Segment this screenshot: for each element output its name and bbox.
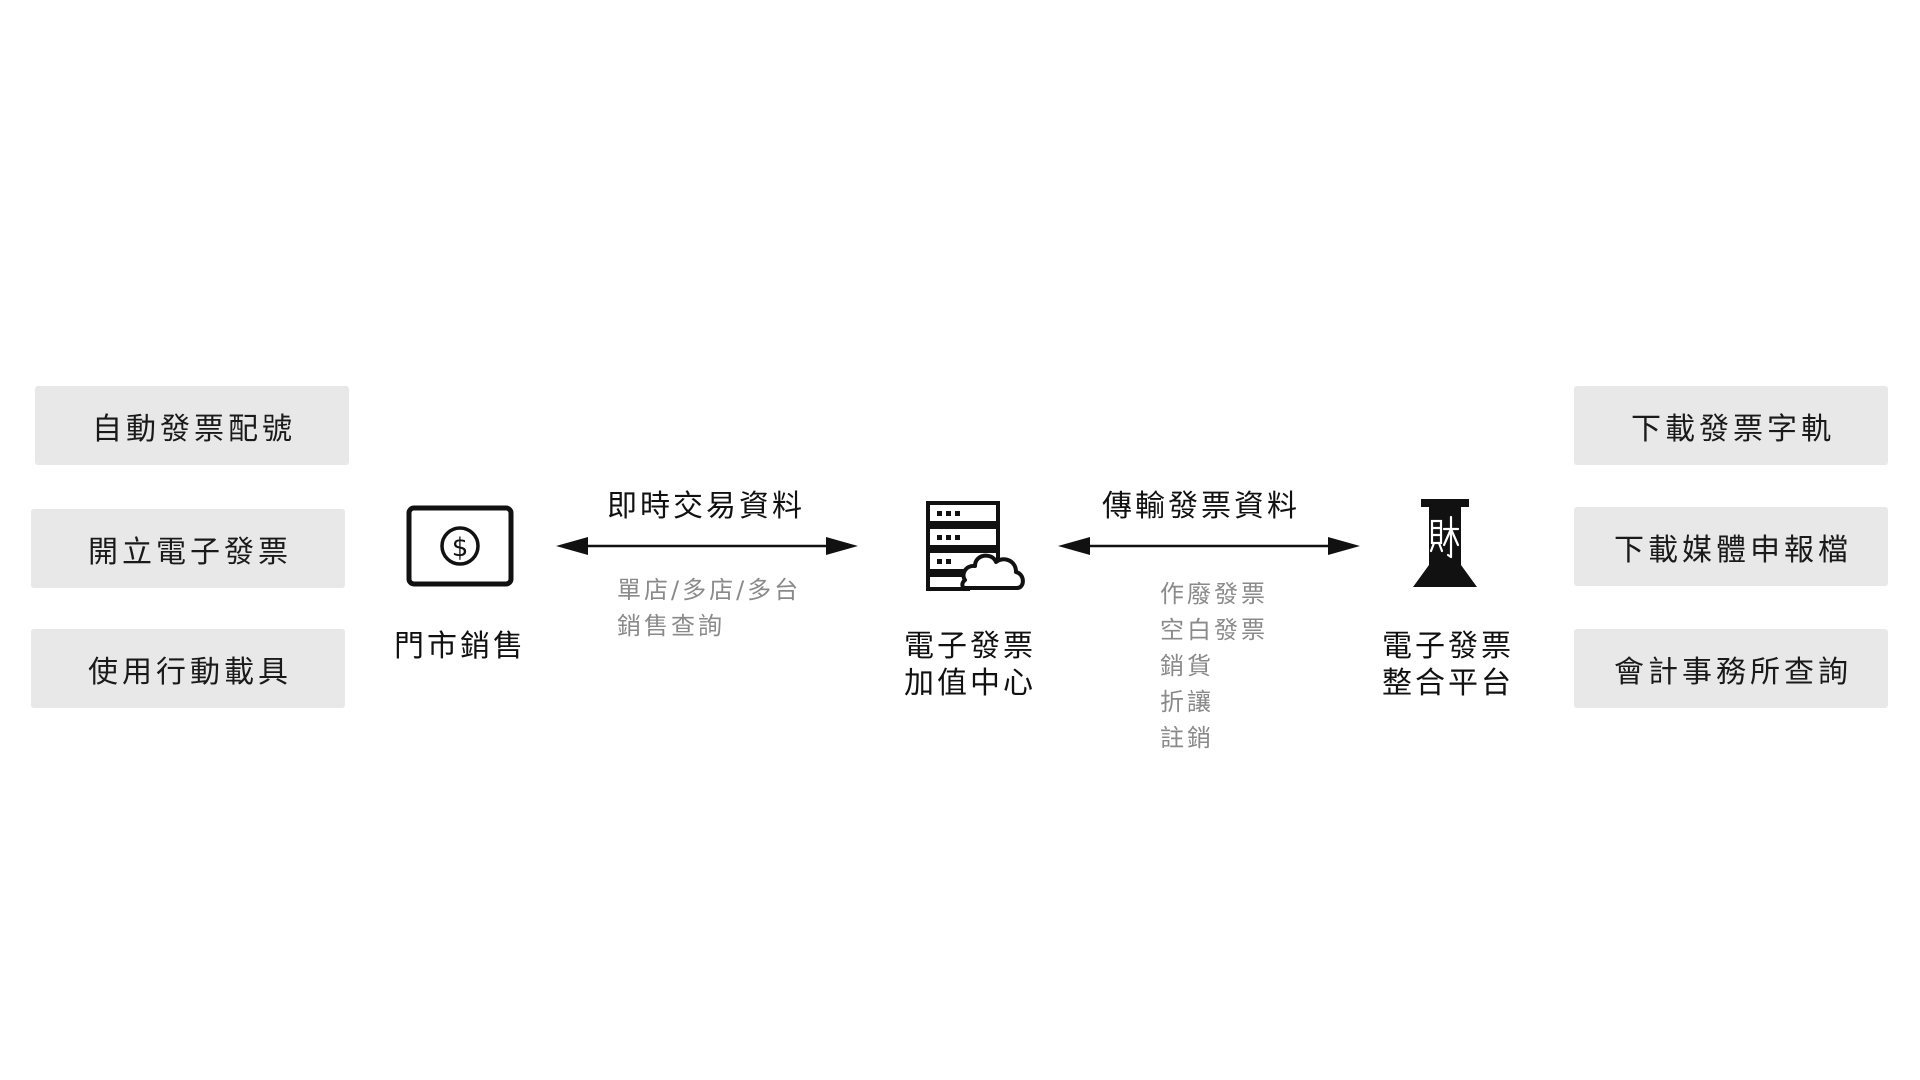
- right-action-2: 下載媒體申報檔: [1574, 507, 1888, 586]
- right-flow-detail-4: 折讓: [1160, 688, 1214, 716]
- left-flow-details: 單店/多店/多台 銷售查詢: [617, 572, 801, 644]
- right-flow-detail-1: 作廢發票: [1160, 580, 1268, 608]
- left-action-1: 自動發票配號: [35, 386, 349, 465]
- platform-node-line2: 整合平台: [1382, 666, 1514, 701]
- center-node-label: 電子發票 加值中心: [890, 628, 1050, 702]
- ministry-of-finance-logo-icon: [1413, 499, 1477, 587]
- right-flow-detail-3: 銷貨: [1160, 652, 1214, 680]
- left-flow-label: 即時交易資料: [607, 489, 805, 524]
- left-action-1-label: 自動發票配號: [92, 411, 296, 447]
- server-cloud-icon: [926, 501, 1025, 591]
- right-flow-details: 作廢發票 空白發票 銷貨 折讓 註銷: [1160, 576, 1268, 756]
- pos-node-line1: 門市銷售: [394, 629, 526, 664]
- pos-node-label: 門市銷售: [380, 628, 540, 665]
- left-action-3: 使用行動載具: [31, 629, 345, 708]
- left-action-2: 開立電子發票: [31, 509, 345, 588]
- right-bidirectional-arrow: [1058, 537, 1360, 555]
- dollar-terminal-icon: $: [406, 505, 514, 587]
- center-node-line1: 電子發票: [904, 629, 1036, 664]
- right-flow-detail-5: 註銷: [1160, 724, 1214, 752]
- right-action-1-label: 下載發票字軌: [1631, 411, 1835, 447]
- left-bidirectional-arrow: [556, 537, 858, 555]
- platform-node-label: 電子發票 整合平台: [1368, 628, 1528, 702]
- right-action-3: 會計事務所查詢: [1574, 629, 1888, 708]
- center-node-line2: 加值中心: [904, 666, 1036, 701]
- svg-text:$: $: [452, 533, 469, 563]
- platform-node-line1: 電子發票: [1382, 629, 1514, 664]
- right-action-2-label: 下載媒體申報檔: [1614, 532, 1852, 568]
- left-flow-detail-2: 銷售查詢: [617, 612, 725, 640]
- left-action-3-label: 使用行動載具: [88, 654, 292, 690]
- right-flow-label: 傳輸發票資料: [1102, 489, 1300, 524]
- right-action-3-label: 會計事務所查詢: [1614, 654, 1852, 690]
- left-action-2-label: 開立電子發票: [88, 534, 292, 570]
- left-flow-detail-1: 單店/多店/多台: [617, 576, 802, 604]
- right-action-1: 下載發票字軌: [1574, 386, 1888, 465]
- right-flow-detail-2: 空白發票: [1160, 616, 1268, 644]
